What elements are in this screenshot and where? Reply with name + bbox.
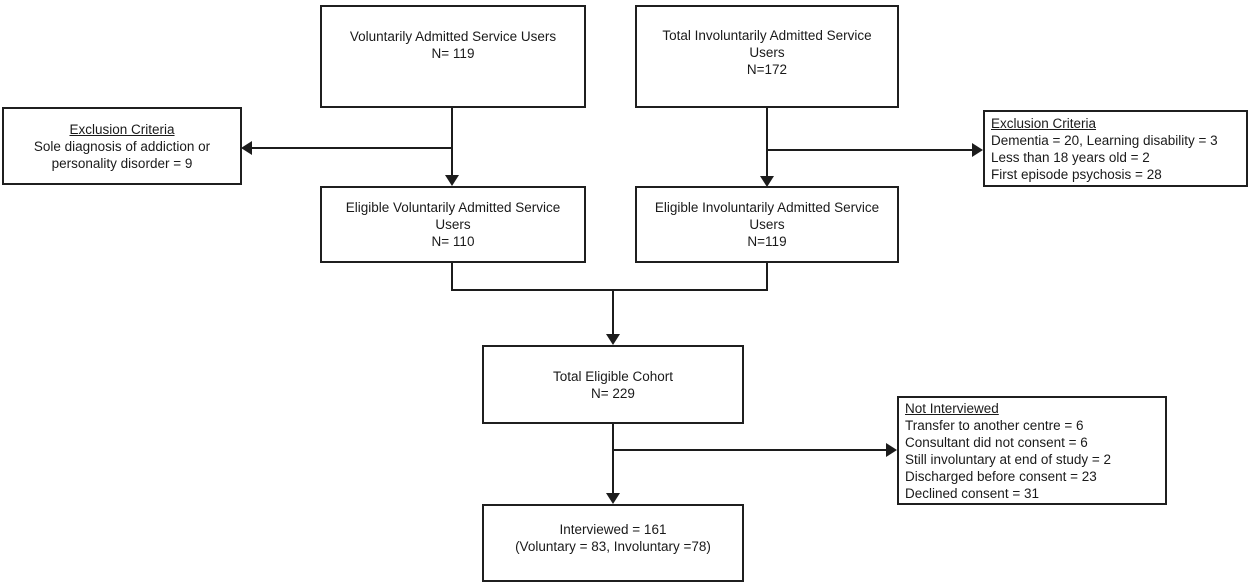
edge-cohort-to-interviewed-arrowhead: [606, 493, 620, 504]
node-eligible-involuntary: Eligible Involuntarily Admitted Service …: [635, 186, 899, 263]
node-title: Exclusion Criteria: [991, 115, 1097, 131]
edge-cohort-to-notinterviewed-arrowhead: [886, 443, 897, 457]
edge-voluntary-to-eligible-arrowhead: [445, 175, 459, 186]
edge-merge-to-cohort-arrowhead: [606, 334, 620, 345]
node-exclusion-criteria-left: Exclusion Criteria Sole diagnosis of add…: [2, 107, 242, 185]
node-exclusion-criteria-right: Exclusion Criteria Dementia = 20, Learni…: [983, 110, 1248, 187]
node-text-line: First episode psychosis = 28: [991, 166, 1162, 182]
node-text-line: Transfer to another centre = 6: [905, 417, 1084, 433]
edge-voluntary-to-exclusion-arrowhead: [241, 141, 252, 155]
edge-cohort-to-notinterviewed-line: [612, 449, 886, 451]
node-text-line: Eligible Involuntarily Admitted Service …: [654, 200, 880, 232]
node-interviewed: Interviewed = 161 (Voluntary = 83, Invol…: [482, 504, 744, 582]
node-text-line: Total Eligible Cohort: [552, 368, 674, 384]
node-eligible-voluntary: Eligible Voluntarily Admitted Service Us…: [320, 186, 586, 263]
node-text-line: N= 119: [431, 45, 475, 61]
node-involuntarily-admitted: Total Involuntarily Admitted Service Use…: [635, 5, 899, 108]
node-text-line: Total Involuntarily Admitted Service Use…: [662, 28, 872, 60]
edge-involuntary-to-exclusion-line: [766, 149, 972, 151]
node-not-interviewed: Not Interviewed Transfer to another cent…: [897, 396, 1167, 505]
node-text-line: Eligible Voluntarily Admitted Service Us…: [345, 200, 561, 232]
edge-involuntary-to-exclusion-arrowhead: [972, 143, 983, 157]
edge-eligible-involuntary-stub-line: [766, 263, 768, 291]
node-text-line: Dementia = 20, Learning disability = 3: [991, 132, 1218, 148]
edge-voluntary-to-exclusion-line: [252, 147, 453, 149]
node-text-line: Voluntarily Admitted Service Users: [349, 28, 557, 44]
node-title: Exclusion Criteria: [69, 121, 175, 137]
node-voluntarily-admitted: Voluntarily Admitted Service Users N= 11…: [320, 5, 586, 108]
node-title: Not Interviewed: [905, 400, 999, 416]
node-text-line: Sole diagnosis of addiction or personali…: [33, 138, 211, 171]
node-text-line: Declined consent = 31: [905, 485, 1039, 501]
node-text-line: Interviewed = 161: [559, 522, 667, 537]
node-text-line: Discharged before consent = 23: [905, 468, 1097, 484]
node-total-eligible-cohort: Total Eligible Cohort N= 229: [482, 345, 744, 424]
edge-involuntary-to-eligible-arrowhead: [760, 176, 774, 187]
edge-merge-horizontal-line: [451, 289, 768, 291]
edge-merge-to-cohort-line: [612, 289, 614, 335]
node-text-line: N= 229: [591, 385, 635, 401]
edge-involuntary-to-eligible-line: [766, 108, 768, 176]
node-text-line: (Voluntary = 83, Involuntary =78): [515, 539, 711, 554]
node-text-line: N= 110: [431, 234, 475, 249]
node-text-line: Still involuntary at end of study = 2: [905, 451, 1111, 467]
node-text-line: Consultant did not consent = 6: [905, 434, 1088, 450]
node-text-line: Less than 18 years old = 2: [991, 149, 1150, 165]
edge-cohort-to-interviewed-line: [612, 424, 614, 494]
edge-voluntary-to-eligible-line: [451, 108, 453, 176]
node-text-line: N=172: [746, 62, 788, 77]
edge-eligible-voluntary-stub-line: [451, 263, 453, 291]
node-text-line: N=119: [747, 234, 787, 249]
